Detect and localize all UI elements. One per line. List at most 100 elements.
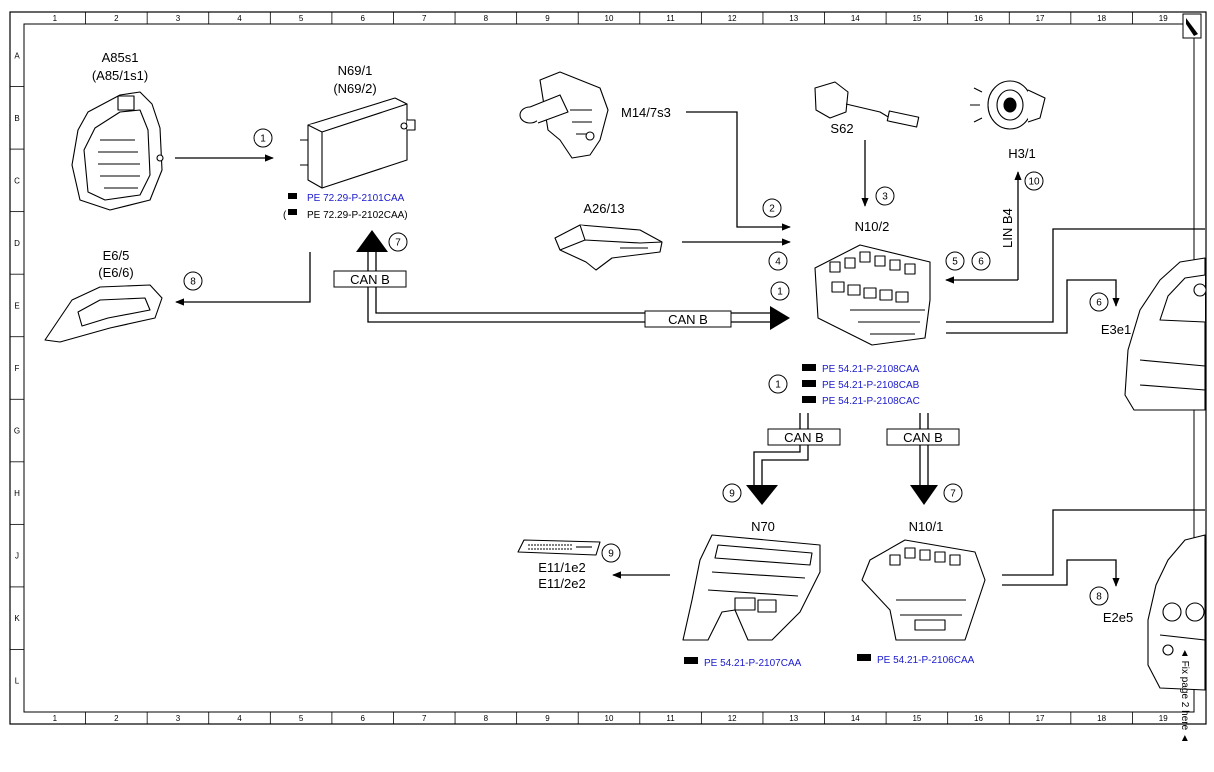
grid-column-label: 11 <box>666 14 675 23</box>
module-n10-2-icon <box>814 244 931 346</box>
connection-lines <box>175 111 1205 587</box>
grid-row-label: H <box>14 489 20 498</box>
continuation-note: ◄ Fix page 2 here ◄ <box>1179 648 1190 743</box>
svg-text:3: 3 <box>882 192 888 203</box>
module-n10-1-icon <box>861 539 986 641</box>
reference-n69-1-secondary[interactable]: ( PE 72.29-P-2102CAA) <box>283 209 408 221</box>
car-front-e2e5-icon <box>1147 534 1206 691</box>
grid-column-label: 1 <box>53 714 58 723</box>
module-a26-13-icon <box>554 224 663 271</box>
grid-column-label: 8 <box>484 14 489 23</box>
n69-1-label: N69/1 <box>338 63 373 78</box>
svg-text:4: 4 <box>775 257 781 268</box>
grid-row-label: G <box>14 427 20 436</box>
pointing-hand-icon <box>857 654 871 661</box>
document-references: PE 72.29-P-2101CAA ( PE 72.29-P-2102CAA)… <box>283 193 975 669</box>
pointing-hand-icon <box>802 380 816 387</box>
can-b-box-top: CAN B <box>333 270 407 288</box>
grid-column-label: 16 <box>974 714 983 723</box>
grid-column-label: 15 <box>912 14 921 23</box>
grid-row-label: E <box>14 301 19 310</box>
paren-open: ( <box>283 210 287 221</box>
can-b-label: CAN B <box>784 430 824 445</box>
can-b-box-mid: CAN B <box>644 310 732 328</box>
grid-column-label: 11 <box>666 714 675 723</box>
arrow-to-n10-2 <box>770 306 790 330</box>
callout-9: 9 <box>722 483 742 503</box>
reference-n69-1-primary[interactable]: PE 72.29-P-2101CAA <box>288 193 405 204</box>
reference-text[interactable]: PE 54.21-P-2108CAC <box>822 396 920 407</box>
reference-text[interactable]: PE 72.29-P-2101CAA <box>307 193 405 204</box>
grid-column-label: 17 <box>1036 14 1045 23</box>
reference-text[interactable]: PE 54.21-P-2108CAB <box>822 380 920 391</box>
m14-7s3-label: M14/7s3 <box>621 105 671 120</box>
reference-text[interactable]: PE 54.21-P-2106CAA <box>877 655 975 666</box>
svg-text:2: 2 <box>769 204 775 215</box>
grid-column-label: 5 <box>299 14 304 23</box>
grid-row-label: L <box>15 677 20 686</box>
svg-text:8: 8 <box>190 277 196 288</box>
callout-5: 5 <box>945 251 965 271</box>
callout-2: 2 <box>762 198 782 218</box>
e11-alt-label: E11/2e2 <box>538 576 585 591</box>
page-marker-icon <box>1182 13 1202 39</box>
actuator-m14-7s3-icon <box>519 71 609 159</box>
grid-row-label: J <box>15 552 19 561</box>
reference-text[interactable]: PE 54.21-P-2107CAA <box>704 658 802 669</box>
grid-column-label: 13 <box>789 14 798 23</box>
reference-n10-2-list[interactable]: PE 54.21-P-2108CAA PE 54.21-P-2108CAB PE… <box>802 364 920 407</box>
grid-column-label: 12 <box>728 14 737 23</box>
grid-column-label: 8 <box>484 714 489 723</box>
grid-column-label: 7 <box>422 714 427 723</box>
callout-1: 1 <box>253 128 273 148</box>
component-labels: A85s1 (A85/1s1) N69/1 (N69/2) M14/7s3 S6… <box>92 50 1133 625</box>
reference-n10-1[interactable]: PE 54.21-P-2106CAA <box>857 654 975 666</box>
svg-text:9: 9 <box>729 489 735 500</box>
callout-7: 7 <box>388 232 408 252</box>
n10-1-label: N10/1 <box>909 519 944 534</box>
car-front-e3e1-icon <box>1124 257 1207 411</box>
grid-row-label: K <box>14 614 20 623</box>
s62-label: S62 <box>830 121 853 136</box>
e6-5-alt-label: (E6/6) <box>98 265 133 280</box>
grid-column-label: 18 <box>1097 14 1106 23</box>
callout-9: 9 <box>601 543 621 563</box>
callout-8: 8 <box>1089 586 1109 606</box>
grid-labels: 1122334455667788991010111112121313141415… <box>14 14 1168 723</box>
grid-column-label: 2 <box>114 714 119 723</box>
control-unit-n69-icon <box>300 97 416 189</box>
can-b-box-n70: CAN B <box>767 428 841 446</box>
pointing-hand-icon <box>684 657 698 664</box>
buzzer-h3-1-icon <box>970 80 1046 130</box>
grid-column-label: 5 <box>299 714 304 723</box>
grid-column-label: 19 <box>1159 14 1168 23</box>
can-b-label: CAN B <box>903 430 943 445</box>
callout-3: 3 <box>875 186 895 206</box>
pointing-hand-icon <box>288 209 297 215</box>
grid-column-label: 17 <box>1036 714 1045 723</box>
callout-1: 1 <box>770 281 790 301</box>
grid-column-label: 3 <box>176 714 181 723</box>
callout-1: 1 <box>768 374 788 394</box>
overhead-panel-n70-icon <box>682 534 821 641</box>
svg-text:7: 7 <box>395 238 401 249</box>
reference-text[interactable]: PE 72.29-P-2102CAA) <box>307 210 408 221</box>
svg-text:10: 10 <box>1028 177 1040 188</box>
svg-text:5: 5 <box>952 257 958 268</box>
reference-text[interactable]: PE 54.21-P-2108CAA <box>822 364 920 375</box>
a85s1-alt-label: (A85/1s1) <box>92 68 148 83</box>
grid-column-label: 7 <box>422 14 427 23</box>
svg-text:9: 9 <box>608 549 614 560</box>
n70-label: N70 <box>751 519 775 534</box>
grid-column-label: 18 <box>1097 714 1106 723</box>
bus-arrowheads <box>356 230 938 505</box>
grid-column-label: 10 <box>605 14 614 23</box>
grid-row-label: B <box>14 114 19 123</box>
grid-column-label: 16 <box>974 14 983 23</box>
e2e5-label: E2e5 <box>1103 610 1133 625</box>
pointing-hand-icon <box>288 193 297 199</box>
e11-label: E11/1e2 <box>538 560 585 575</box>
reference-n70[interactable]: PE 54.21-P-2107CAA <box>684 657 802 669</box>
grid-column-label: 14 <box>851 14 860 23</box>
